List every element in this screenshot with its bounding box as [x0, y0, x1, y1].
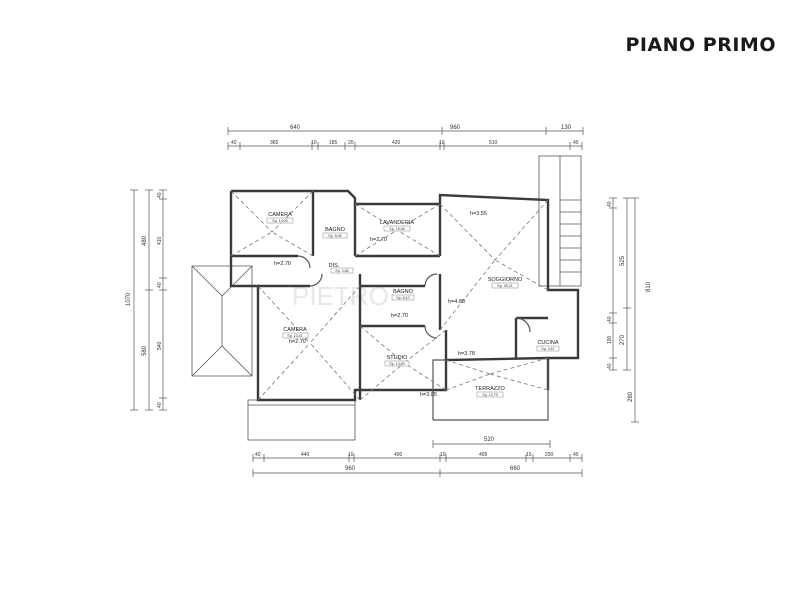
dim-bottom-d9: 40 [573, 452, 579, 458]
dim-terrace-width: 520 [484, 437, 495, 443]
room-soggiorno: SOGGIORNO Sp. 35,21 [488, 277, 523, 289]
height-corridor: h=3.78 [458, 351, 475, 357]
dim-bottom-d8: 230 [545, 452, 554, 458]
room-terrazzo: TERRAZZO Sp. 12,79 [475, 386, 506, 398]
dim-top-d9: 40 [573, 140, 579, 146]
room-name: CAMERA [268, 212, 292, 218]
dim-bottom-d4: 400 [394, 452, 403, 458]
dim-top-d1: 40 [231, 140, 237, 146]
ceiling-heights: h=2.70 h=2.70 h=3.55 h=4.80 h=2.70 h=2.7… [274, 211, 487, 398]
room-studio: STUDIO Sp. 14,80 [384, 355, 410, 367]
dim-left-d3: 40 [157, 282, 163, 288]
height-camera-1: h=2.70 [274, 261, 291, 267]
exterior-walls [229, 189, 580, 421]
external-stair [538, 155, 582, 287]
room-name: SOGGIORNO [488, 277, 523, 283]
dim-right-outer: 280 [628, 391, 634, 402]
height-studio: h=3.05 [420, 392, 437, 398]
dim-bottom-total-1: 960 [345, 466, 356, 472]
dim-top-total-3: 130 [561, 125, 572, 131]
dim-left-mid-2: 580 [142, 345, 148, 356]
room-area: Sp. 35,21 [497, 284, 512, 288]
room-area: Sp. 4,57 [541, 347, 554, 351]
dim-bottom-d1: 40 [255, 452, 261, 458]
room-name: CUCINA [537, 340, 558, 346]
room-name: STUDIO [387, 355, 409, 361]
dim-bottom-d5: 10 [440, 452, 446, 458]
dim-left-mid-1: 480 [142, 235, 148, 246]
room-area: Sp. 3,85 [335, 269, 348, 273]
room-name: TERRAZZO [475, 386, 505, 392]
room-camera-2: CAMERA Sp. 23,41 [282, 327, 309, 339]
dim-left-total: 1070 [126, 292, 132, 306]
room-area: Sp. 14,00 [272, 219, 287, 223]
dim-left-d5: 40 [157, 402, 163, 408]
dim-top-d3: 10 [311, 140, 317, 146]
dim-bottom-d3: 10 [348, 452, 354, 458]
room-camera-1: CAMERA Sp. 14,00 [266, 212, 294, 224]
dim-right-mid-1: 525 [620, 255, 626, 266]
left-dimensions: 1070 480 580 40 410 40 540 40 [126, 189, 167, 411]
dim-top-d4: 185 [329, 140, 338, 146]
bottom-dimensions: 520 40 440 10 400 10 405 15 230 40 960 6… [252, 437, 583, 477]
dim-left-d1: 40 [157, 192, 163, 198]
dim-top-d6: 420 [392, 140, 401, 146]
height-bagno-2: h=2.70 [391, 313, 408, 319]
room-area: Sp. 8,10 [396, 296, 409, 300]
dim-bottom-d2: 440 [301, 452, 310, 458]
height-lavanderia: h=2.70 [370, 237, 387, 243]
dim-bottom-d6: 405 [479, 452, 488, 458]
roof-left [191, 265, 253, 377]
dim-top-total-1: 640 [290, 125, 301, 131]
dim-top-d7: 10 [439, 140, 445, 146]
room-area: Sp. 15,08 [389, 227, 404, 231]
top-dimensions: 640 960 130 40 365 10 185 20 420 10 510 … [227, 125, 584, 150]
height-soggiorno-top: h=3.55 [470, 211, 487, 217]
room-lavanderia: LAVANDERIA Sp. 15,08 [380, 220, 414, 232]
room-name: BAGNO [325, 227, 346, 233]
right-dimensions: 40 40 190 40 525 270 810 280 [607, 197, 652, 423]
dim-top-total-2: 960 [450, 125, 461, 131]
interior-walls [231, 191, 548, 400]
room-area: Sp. 12,79 [482, 393, 497, 397]
height-camera-2: h=2.70 [289, 339, 306, 345]
room-cucina: CUCINA Sp. 4,57 [536, 340, 560, 352]
dim-left-d4: 540 [157, 341, 163, 350]
room-name: CAMERA [283, 327, 307, 333]
room-name: BAGNO [393, 289, 414, 295]
floor-title: PIANO PRIMO [625, 34, 776, 56]
dim-right-d3: 190 [607, 335, 613, 344]
dim-top-d8: 510 [489, 140, 498, 146]
room-area: Sp. 23,41 [287, 334, 302, 338]
dim-top-d5: 20 [348, 140, 354, 146]
dim-bottom-d7: 15 [526, 452, 532, 458]
dim-right-d4: 40 [607, 363, 613, 369]
room-bagno-1: BAGNO Sp. 5,05 [322, 227, 348, 239]
room-area: Sp. 5,05 [328, 234, 341, 238]
room-disimpegno: DIS. Sp. 3,85 [329, 263, 354, 274]
dim-bottom-total-2: 660 [510, 466, 521, 472]
height-soggiorno: h=4.80 [448, 299, 465, 305]
roof-hip-lines [230, 190, 549, 401]
dim-right-total: 810 [646, 281, 652, 292]
dim-right-d1: 40 [607, 201, 613, 207]
dim-right-d2: 40 [607, 316, 613, 322]
dim-right-mid-2: 270 [620, 334, 626, 345]
room-name: LAVANDERIA [380, 220, 414, 226]
room-bagno-2: BAGNO Sp. 8,10 [391, 289, 415, 301]
room-area: Sp. 14,80 [389, 362, 404, 366]
room-name: DIS. [329, 263, 340, 269]
balcony-bottom-left [247, 399, 356, 441]
doors [297, 255, 531, 339]
dim-left-d2: 410 [157, 236, 163, 245]
dim-top-d2: 365 [270, 140, 279, 146]
